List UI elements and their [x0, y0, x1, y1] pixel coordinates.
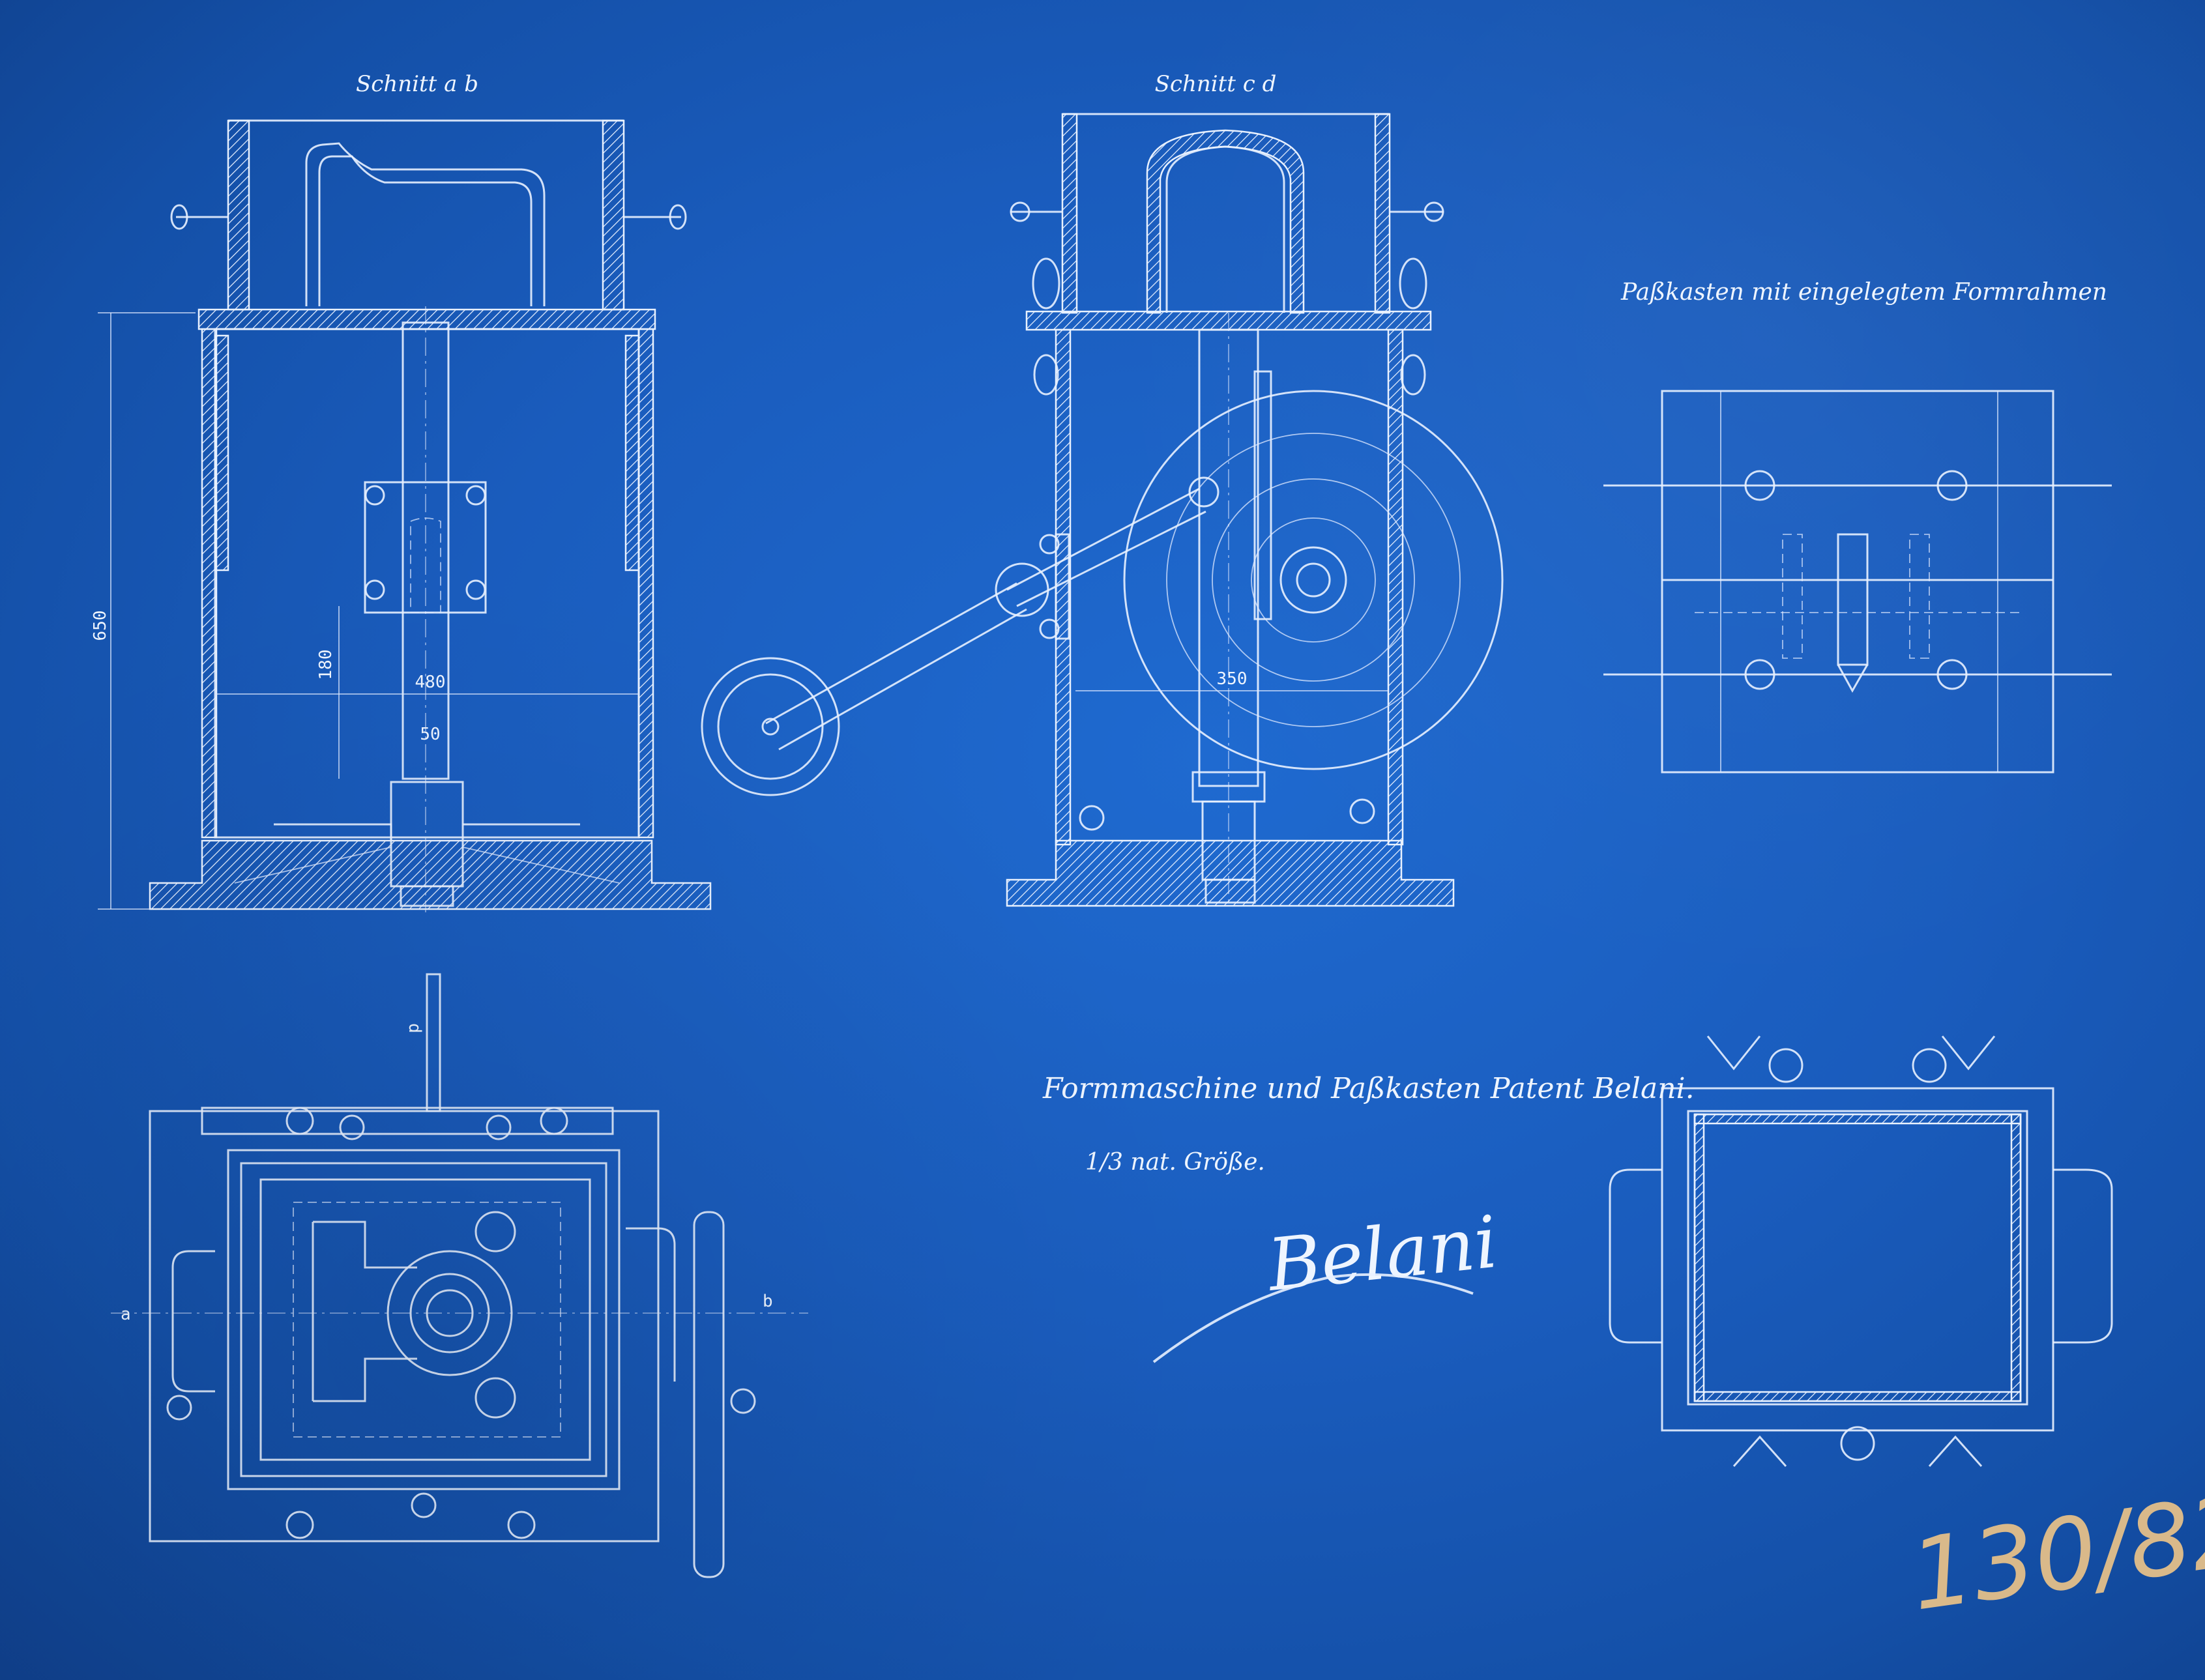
dim-350: 350: [1217, 669, 1248, 689]
section-ab-view: Schnitt a b: [91, 71, 712, 912]
dim-480: 480: [415, 673, 446, 692]
plan-handwheel: [693, 1211, 725, 1578]
archive-number: 130/82: [1904, 1473, 2205, 1633]
section-cd-view: Schnitt c d: [701, 71, 1504, 907]
flask-handle-right: [2053, 1168, 2113, 1344]
dim-180: 180: [316, 650, 336, 680]
flask-outline: [1661, 390, 2054, 774]
drawing-title: Formmaschine und Paßkasten Patent Belani…: [1042, 1072, 1695, 1105]
dim-50: 50: [420, 725, 440, 744]
scale-note: 1/3 nat. Größe.: [1085, 1149, 1265, 1176]
lever-arm: [765, 582, 1027, 751]
handwheel-outline: [1123, 390, 1504, 770]
mark-d: d: [405, 1023, 424, 1034]
housing-wall-left: [201, 328, 218, 839]
flask-title: Paßkasten mit eingelegtem Formrahmen: [1620, 279, 2107, 306]
pattern-arch: [1165, 145, 1285, 313]
section-ab-label: Schnitt a b: [356, 71, 478, 97]
plan-outline: [149, 1110, 660, 1542]
dim-650: 650: [91, 611, 110, 641]
flask-side-view: Paßkasten mit eingelegtem Formrahmen: [1603, 279, 2112, 774]
machine-plan-view: d a b: [111, 973, 808, 1578]
upper-wall-left: [227, 119, 250, 311]
flask-plan-outline: [1661, 1087, 2054, 1432]
pinion-gear: [1279, 546, 1347, 614]
mark-a: a: [121, 1305, 131, 1324]
wing-nuts-top: [1706, 1036, 1996, 1071]
housing-base-cd: [1006, 839, 1455, 907]
mark-b: b: [763, 1292, 773, 1311]
counterweight-disc: [701, 657, 840, 796]
gear-rack: [1253, 370, 1272, 620]
section-cd-label: Schnitt c d: [1155, 71, 1277, 97]
upper-wall-right: [602, 119, 625, 311]
flask-handle-left: [1609, 1168, 1662, 1344]
plan-handle-left: [171, 1250, 215, 1393]
wing-nuts-bottom: [1732, 1435, 1983, 1467]
pattern-plate-profile: [305, 142, 546, 306]
signature-flourish: [1152, 1273, 1474, 1363]
section-line-d: [426, 973, 441, 1112]
table-plate: [197, 308, 656, 330]
housing-base: [149, 839, 712, 910]
flask-plan-view: [1609, 1036, 2113, 1467]
